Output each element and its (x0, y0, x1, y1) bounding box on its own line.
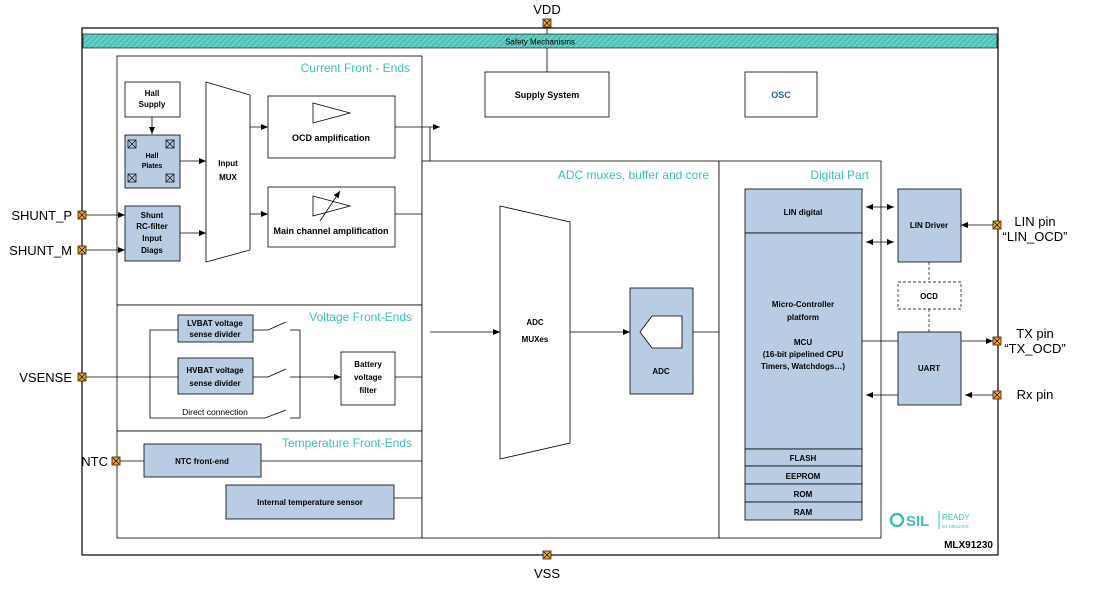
ocd-label: OCD (920, 292, 938, 301)
battery-filter-line1: Battery (354, 360, 382, 369)
adc-muxes-block (499, 205, 571, 460)
flash-label: FLASH (790, 454, 817, 463)
main-channel-amplification-block (267, 186, 396, 248)
adc-muxes-line1: ADC (526, 318, 544, 327)
hvbat-divider-block (177, 357, 254, 395)
hall-supply-line2: Supply (139, 100, 166, 109)
osc-label: OSC (771, 90, 791, 100)
hall-plate-symbols (127, 139, 175, 183)
shunt-filter-line3: Input (142, 234, 162, 243)
lin-digital-block (744, 188, 863, 234)
rx-pin-label: Rx pin (1017, 387, 1054, 402)
eeprom-label: EEPROM (786, 472, 821, 481)
safety-mechanisms-label: Safety Mechanisms (505, 38, 575, 47)
lin-ocd-label: “LIN_OCD” (1002, 229, 1067, 244)
adc-symbol-icon (639, 315, 683, 349)
main-amplifier-icon (312, 195, 352, 217)
temperature-front-ends-title: Temperature Front-Ends (282, 436, 412, 450)
mcu-line4: MCU (794, 338, 812, 347)
current-front-ends-title: Current Front - Ends (301, 61, 410, 75)
adc-label: ADC (652, 367, 670, 376)
hall-plates-line1: Hall (146, 153, 159, 160)
uart-label: UART (918, 364, 940, 373)
logo-by: BY MELEXIS (942, 524, 969, 529)
input-mux-line1: Input (218, 159, 238, 168)
adc-section-title: ADC muxes, buffer and core (558, 168, 710, 182)
rom-label: ROM (794, 490, 813, 499)
lin-digital-label: LIN digital (784, 208, 823, 217)
vsense-label: VSENSE (19, 370, 72, 385)
mcu-line2: platform (787, 313, 819, 322)
safety-mechanisms-bar (82, 33, 998, 49)
adc-muxes-line2: MUXes (522, 335, 549, 344)
tx-ocd-label: “TX_OCD” (1004, 341, 1065, 356)
lvbat-divider-block (177, 314, 254, 343)
ntc-front-end-label: NTC front-end (175, 457, 229, 466)
input-mux-block (205, 81, 251, 263)
part-number: MLX91230 (944, 540, 993, 551)
hvbat-line1: HVBAT voltage (186, 366, 244, 375)
ocd-amplifier-icon (312, 102, 352, 124)
mcu-line5: (16-bit pipelined CPU (763, 350, 844, 359)
mcu-line6: Timers, Watchdogs…) (761, 362, 845, 371)
input-mux-line2: MUX (219, 173, 237, 182)
sil-ready-logo: SIL READY BY MELEXIS (889, 511, 970, 530)
internal-temperature-sensor-block (225, 484, 395, 520)
battery-filter-line2: voltage (354, 373, 383, 382)
supply-system-block (484, 71, 610, 118)
voltage-front-ends-title: Voltage Front-Ends (309, 310, 412, 324)
lin-driver-block (897, 188, 962, 263)
ocd-block (897, 281, 962, 310)
ram-label: RAM (794, 508, 813, 517)
tx-pin-label: TX pin (1016, 326, 1054, 341)
shunt-p-label: SHUNT_P (11, 208, 72, 223)
vss-label: VSS (534, 566, 560, 581)
battery-voltage-filter-block (340, 351, 396, 406)
hvbat-line2: sense divider (189, 379, 240, 388)
internal-temperature-sensor-label: Internal temperature sensor (257, 498, 363, 507)
ocd-amplification-block (267, 95, 396, 159)
digital-part-title: Digital Part (810, 168, 869, 182)
vdd-label: VDD (533, 2, 560, 17)
lin-driver-label: LIN Driver (910, 221, 948, 230)
ntc-front-end-block (143, 443, 262, 478)
logo-brand: SIL (906, 513, 929, 530)
uart-block (897, 331, 962, 406)
ram-block (744, 501, 863, 521)
lin-pin-label: LIN pin (1014, 214, 1055, 229)
hall-supply-block (124, 81, 181, 118)
shunt-filter-line2: RC-filter (136, 222, 168, 231)
shunt-rc-filter-block (124, 205, 181, 262)
shunt-m-label: SHUNT_M (9, 243, 72, 258)
logo-ready: READY (942, 513, 970, 522)
shunt-filter-line1: Shunt (141, 211, 164, 220)
mcu-block (744, 232, 863, 450)
hall-supply-line1: Hall (145, 89, 160, 98)
supply-system-label: Supply System (515, 90, 580, 100)
lvbat-line2: sense divider (189, 330, 240, 339)
mcu-line1: Micro-Controller (772, 300, 834, 309)
battery-filter-line3: filter (359, 386, 376, 395)
main-channel-amplification-label: Main channel amplification (273, 226, 388, 236)
shunt-filter-line4: Diags (141, 246, 163, 255)
osc-block (744, 71, 818, 118)
lvbat-line1: LVBAT voltage (187, 319, 243, 328)
hall-plates-line2: Plates (142, 163, 163, 170)
direct-connection-label: Direct connection (182, 407, 248, 417)
ocd-amplification-label: OCD amplification (292, 133, 370, 143)
ntc-label: NTC (81, 454, 108, 469)
